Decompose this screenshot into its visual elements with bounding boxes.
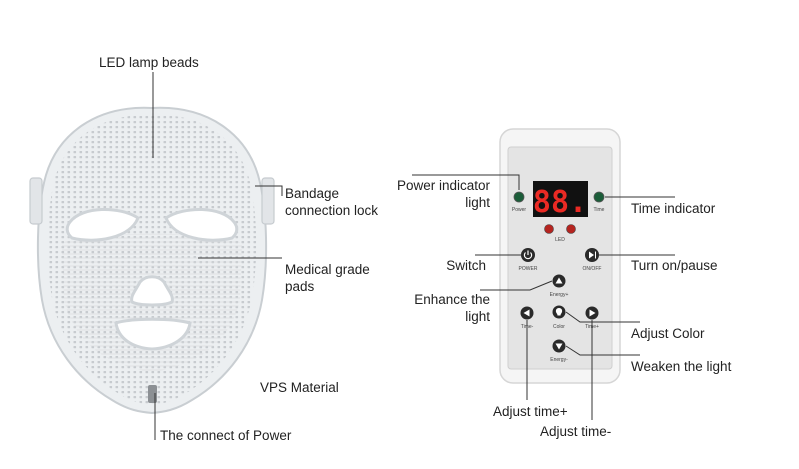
triangle-down-icon: [555, 343, 563, 350]
medical-pads-label-line2: pads: [285, 279, 315, 294]
power-button-label: POWER: [519, 266, 538, 272]
energy-minus-button[interactable]: Energy-: [550, 339, 568, 364]
led-lamp-beads-label: LED lamp beads: [99, 55, 199, 70]
enhance-label-line1: Enhance the: [414, 292, 490, 307]
display-digits: 88.: [533, 185, 587, 220]
power-icon: [523, 252, 533, 260]
medical-pads-label-line1: Medical grade: [285, 262, 370, 277]
led-label: LED: [555, 237, 565, 243]
left-eye-hole: [65, 207, 140, 242]
energy-plus-label: Energy+: [550, 292, 569, 298]
bandage-lock-label-line2: connection lock: [285, 203, 379, 218]
bandage-lock-label-line1: Bandage: [285, 186, 340, 201]
power-indicator-led: [513, 191, 525, 203]
right-eye-hole: [164, 207, 239, 242]
weaken-light-label: Weaken the light: [631, 359, 732, 374]
power-indicator-label-line2: light: [465, 195, 490, 210]
power-connector: [148, 385, 157, 403]
red-led-left: [544, 224, 554, 234]
triangle-right-icon: [589, 309, 596, 317]
time-indicator-led: [593, 191, 605, 203]
power-led-label: Power: [512, 207, 527, 213]
left-bandage-lock: [29, 177, 43, 225]
play-pause-icon: [589, 251, 594, 259]
mask-leader-lines: [152, 72, 283, 440]
triangle-left-icon: [523, 309, 530, 317]
on-off-button-label: ON/OFF: [583, 266, 602, 272]
enhance-label-line2: light: [465, 309, 490, 324]
power-indicator-label-line1: Power indicator: [396, 178, 490, 193]
power-connect-label: The connect of Power: [160, 428, 292, 443]
switch-label: Switch: [446, 258, 486, 273]
time-indicator-label: Time indicator: [631, 201, 716, 216]
adjust-time-plus-label: Adjust time+: [493, 404, 568, 419]
red-led-right: [566, 224, 576, 234]
energy-minus-label: Energy-: [550, 357, 568, 363]
triangle-up-icon: [555, 277, 563, 284]
turn-on-pause-label: Turn on/pause: [631, 258, 718, 273]
right-bandage-lock: [261, 177, 275, 225]
nose-hole: [130, 275, 174, 307]
adjust-time-minus-label: Adjust time-: [540, 424, 612, 439]
color-button-label: Color: [553, 324, 565, 330]
energy-plus-button[interactable]: Energy+: [550, 274, 569, 299]
bulb-icon: [555, 308, 563, 316]
adjust-color-label: Adjust Color: [631, 326, 705, 341]
remote-leader-lines: [412, 174, 675, 420]
mouth-hole: [114, 317, 192, 351]
color-button[interactable]: Color: [552, 305, 566, 331]
remote-control: 88. Power Time LED POWER ON/OFF: [499, 128, 621, 384]
vps-material-label: VPS Material: [260, 380, 339, 395]
time-led-label: Time: [594, 207, 605, 213]
on-off-button[interactable]: ON/OFF: [583, 248, 602, 272]
power-button[interactable]: POWER: [519, 248, 538, 272]
led-face-mask: [29, 106, 275, 415]
digital-display: [533, 181, 588, 217]
